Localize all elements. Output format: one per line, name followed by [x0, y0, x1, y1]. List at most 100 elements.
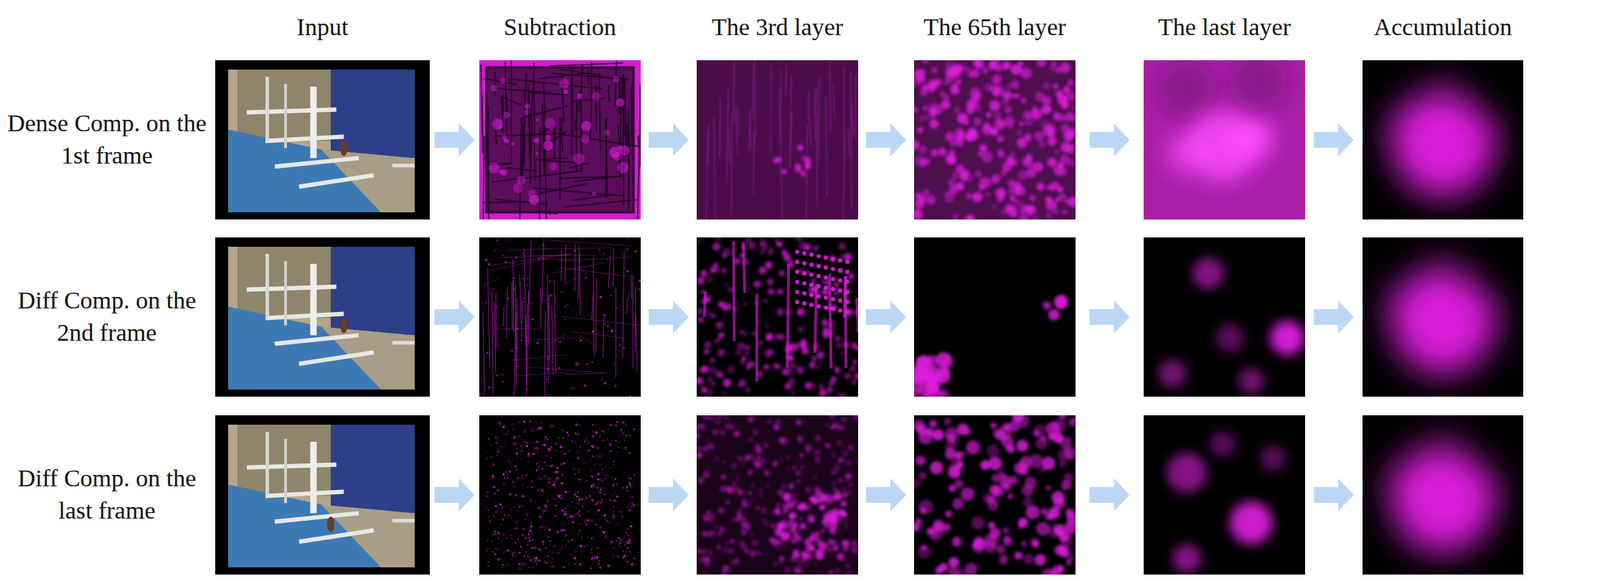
illustration-part — [561, 524, 564, 526]
illustration-part — [733, 558, 740, 564]
illustration-part — [716, 337, 722, 343]
illustration-part — [246, 286, 337, 290]
illustration-part — [538, 515, 541, 518]
illustration-part — [488, 497, 490, 499]
input-frame — [215, 415, 430, 575]
illustration-part — [492, 485, 496, 488]
illustration-part — [845, 259, 850, 265]
illustration-part — [991, 74, 1002, 85]
illustration-part — [535, 118, 540, 122]
illustration-part — [521, 533, 524, 536]
illustration-part — [775, 157, 781, 163]
illustration-part — [823, 305, 828, 310]
illustration-part — [734, 486, 739, 491]
illustration-part — [521, 477, 524, 480]
illustration-part — [747, 469, 753, 475]
illustration-part — [834, 464, 840, 470]
illustration-part — [551, 561, 553, 563]
illustration-part — [488, 520, 491, 523]
illustration-part — [955, 164, 965, 173]
illustration-part — [479, 237, 641, 397]
illustration-part — [434, 300, 1355, 334]
illustration-part — [625, 446, 628, 449]
illustration-part — [617, 485, 618, 487]
illustration-part — [553, 504, 557, 507]
illustration-part — [562, 429, 564, 432]
illustration-part — [485, 163, 513, 166]
illustration-part — [567, 434, 569, 437]
illustration-part — [548, 294, 550, 364]
illustration-part — [573, 249, 577, 252]
illustration-part — [802, 261, 807, 266]
illustration-part — [511, 452, 513, 454]
illustration-part — [594, 530, 597, 533]
illustration-part — [612, 554, 615, 557]
illustration-part — [758, 238, 766, 247]
illustration-part — [772, 492, 851, 561]
illustration-part — [567, 520, 569, 521]
illustration-part — [612, 500, 615, 503]
illustration-part — [841, 450, 849, 458]
illustration-part — [604, 432, 605, 434]
illustration-part — [748, 490, 752, 495]
illustration-part — [594, 523, 597, 526]
illustration-part — [525, 513, 528, 516]
illustration-part — [491, 474, 494, 478]
illustration-part — [540, 434, 543, 436]
illustration-part — [1014, 185, 1026, 197]
illustration-part — [530, 282, 532, 285]
illustration-part — [528, 566, 530, 568]
illustration-part — [541, 540, 544, 542]
illustration-part — [587, 520, 590, 522]
illustration-part — [572, 467, 574, 470]
illustration-part — [486, 351, 489, 354]
illustration-part — [790, 492, 797, 499]
illustration-part — [498, 170, 503, 175]
illustration-part — [514, 541, 517, 544]
illustration-part — [749, 533, 755, 538]
illustration-part — [523, 109, 529, 115]
illustration-part — [540, 489, 544, 492]
illustration-part — [602, 530, 606, 534]
illustration-part — [922, 105, 929, 112]
illustration-part — [621, 515, 624, 519]
illustration-part — [1023, 111, 1032, 120]
illustration-part — [580, 452, 582, 455]
illustration-part — [721, 268, 727, 273]
illustration-part — [1010, 152, 1015, 157]
illustration-part — [696, 276, 705, 285]
illustration-part — [815, 284, 817, 354]
illustration-part — [809, 282, 814, 287]
illustration-part — [540, 256, 542, 259]
illustration-part — [612, 248, 615, 286]
illustration-part — [584, 505, 585, 507]
feature-heatmap — [1362, 60, 1524, 220]
illustration-part — [704, 292, 706, 318]
illustration-part — [494, 302, 496, 374]
illustration-part — [624, 546, 625, 548]
illustration-part — [553, 545, 556, 548]
illustration-part — [503, 138, 509, 144]
illustration-part — [628, 475, 630, 478]
illustration-part — [508, 470, 511, 473]
illustration-part — [595, 278, 597, 354]
illustration-part — [539, 515, 542, 519]
illustration-part — [590, 548, 593, 551]
illustration-part — [720, 474, 726, 480]
illustration-part — [617, 162, 629, 173]
illustration-part — [843, 372, 851, 379]
illustration-part — [487, 386, 491, 389]
illustration-part — [518, 421, 521, 425]
illustration-part — [995, 65, 1001, 72]
illustration-part — [830, 286, 836, 292]
illustration-part — [627, 534, 630, 536]
illustration-part — [556, 450, 557, 452]
illustration-part — [518, 517, 520, 519]
illustration-part — [627, 506, 629, 508]
illustration-part — [506, 549, 510, 553]
illustration-part — [590, 537, 593, 540]
illustration-part — [563, 89, 568, 94]
illustration-part — [625, 531, 628, 534]
illustration-part — [515, 284, 517, 389]
illustration-part — [1229, 117, 1273, 161]
